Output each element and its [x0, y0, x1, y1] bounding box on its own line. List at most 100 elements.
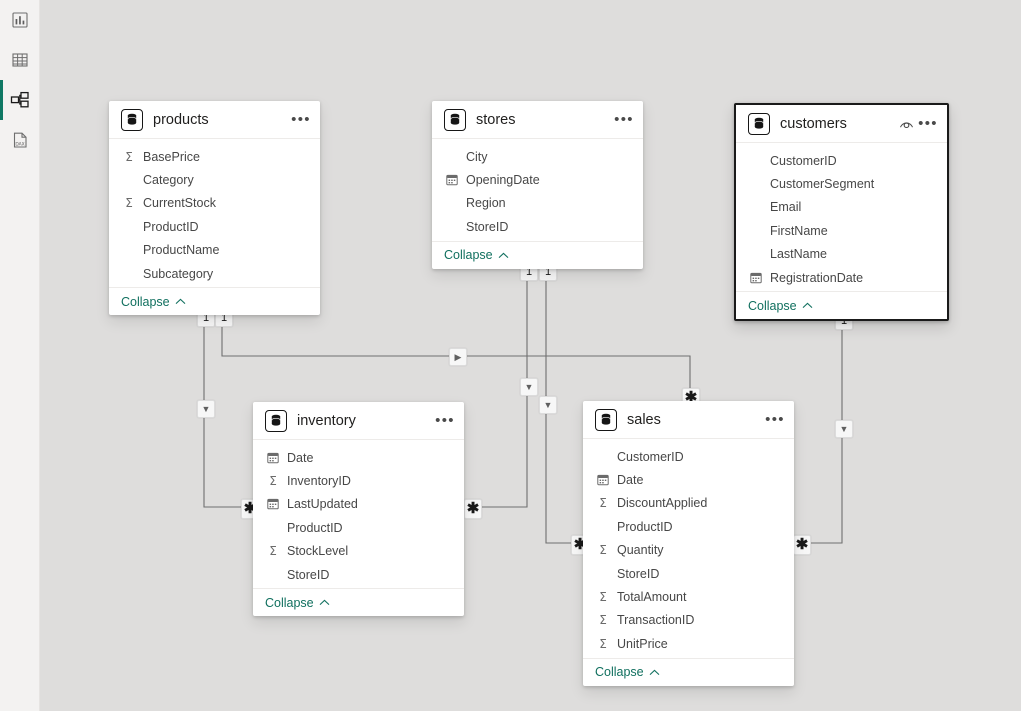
cardinality-marker-m-products-inv-dir[interactable]: ▼ — [197, 400, 215, 418]
more-options-button-sales[interactable]: ••• — [765, 411, 784, 429]
eye-icon[interactable] — [897, 115, 915, 133]
field-label: TotalAmount — [617, 590, 687, 605]
field-label: ProductID — [143, 219, 199, 234]
model-icon — [10, 90, 30, 110]
field-row[interactable]: ProductID — [253, 516, 464, 539]
relationship-line-customers-sales[interactable] — [808, 313, 843, 544]
field-row[interactable]: ProductID — [583, 515, 794, 538]
cardinality-marker-m-products-sales-dir[interactable]: ▶ — [449, 348, 467, 366]
field-row[interactable]: City — [432, 145, 643, 168]
chevron-up-icon — [498, 252, 509, 258]
more-options-button-customers[interactable]: ••• — [918, 115, 937, 133]
collapse-label: Collapse — [748, 298, 797, 313]
field-label: Subcategory — [143, 266, 214, 281]
field-label: StockLevel — [287, 544, 349, 559]
field-row[interactable]: Σ StockLevel — [253, 540, 464, 563]
field-label: City — [466, 149, 488, 164]
table-footer-customers: Collapse — [736, 291, 947, 319]
rail-item-report[interactable] — [0, 0, 40, 40]
field-row[interactable]: Subcategory — [109, 262, 320, 285]
field-row[interactable]: StoreID — [583, 562, 794, 585]
field-label: CurrentStock — [143, 196, 216, 211]
sigma-icon: Σ — [599, 590, 607, 605]
field-row[interactable]: CustomerID — [583, 445, 794, 468]
collapse-button-inventory[interactable]: Collapse — [265, 596, 330, 610]
table-icon — [11, 51, 29, 69]
cardinality-marker-m-stores-sales-dir[interactable]: ▼ — [539, 396, 557, 414]
field-label: StoreID — [617, 566, 660, 581]
table-header-inventory[interactable]: inventory ••• — [253, 402, 464, 440]
chevron-up-icon — [649, 669, 660, 675]
field-row[interactable]: CustomerID — [736, 149, 947, 172]
field-row[interactable]: OpeningDate — [432, 168, 643, 191]
field-row[interactable]: ProductName — [109, 239, 320, 262]
rail-item-model[interactable] — [0, 80, 40, 120]
field-row[interactable]: LastName — [736, 243, 947, 266]
relationship-line-stores-inventory[interactable] — [481, 271, 528, 508]
field-row[interactable]: LastUpdated — [253, 493, 464, 516]
field-row[interactable]: Region — [432, 192, 643, 215]
relationship-line-products-inventory[interactable] — [203, 317, 258, 508]
ellipsis-icon: ••• — [614, 110, 634, 128]
cardinality-marker-m-stores-inv-dir[interactable]: ▼ — [520, 378, 538, 396]
sigma-icon: Σ — [125, 196, 133, 211]
collapse-button-stores[interactable]: Collapse — [444, 248, 509, 262]
table-header-customers[interactable]: customers ••• — [736, 105, 947, 143]
collapse-label: Collapse — [121, 294, 170, 309]
field-row[interactable]: Email — [736, 196, 947, 219]
field-label: UnitPrice — [617, 636, 668, 651]
field-row[interactable]: FirstName — [736, 219, 947, 242]
chevron-up-icon — [802, 302, 813, 309]
more-options-button-products[interactable]: ••• — [291, 111, 310, 129]
field-row[interactable]: Σ TotalAmount — [583, 585, 794, 608]
more-options-button-inventory[interactable]: ••• — [435, 412, 454, 430]
field-row[interactable]: ProductID — [109, 215, 320, 238]
table-footer-stores: Collapse — [432, 240, 643, 269]
table-title-inventory: inventory — [297, 412, 356, 429]
field-row[interactable]: StoreID — [432, 215, 643, 238]
field-row[interactable]: Date — [253, 446, 464, 469]
field-row[interactable]: Category — [109, 168, 320, 191]
field-label: StoreID — [466, 219, 509, 234]
field-label: TransactionID — [617, 613, 695, 628]
sigma-icon: Σ — [125, 149, 133, 164]
calendar-icon — [748, 272, 764, 284]
field-row[interactable]: Date — [583, 468, 794, 491]
collapse-button-customers[interactable]: Collapse — [748, 299, 813, 313]
table-header-stores[interactable]: stores ••• — [432, 101, 643, 139]
table-entity-icon — [121, 108, 143, 131]
cardinality-marker-m-stores-inv-star[interactable]: ✱ — [464, 499, 482, 519]
rail-item-table[interactable] — [0, 40, 40, 80]
cardinality-marker-m-cust-sales-dir[interactable]: ▼ — [835, 420, 853, 438]
rail-item-dax-query[interactable]: DAX — [0, 120, 40, 160]
collapse-button-sales[interactable]: Collapse — [595, 665, 660, 679]
field-row[interactable]: RegistrationDate — [736, 266, 947, 289]
table-title-stores: stores — [476, 111, 516, 128]
field-row[interactable]: Σ CurrentStock — [109, 192, 320, 215]
field-row[interactable]: CustomerSegment — [736, 172, 947, 195]
table-header-products[interactable]: products••• — [109, 101, 320, 139]
field-label: ProductID — [617, 519, 673, 534]
table-header-sales[interactable]: sales••• — [583, 401, 794, 439]
more-options-button-stores[interactable]: ••• — [614, 110, 634, 129]
sigma-icon: Σ — [269, 544, 277, 559]
collapse-button-products[interactable]: Collapse — [121, 295, 186, 309]
table-footer-inventory: Collapse — [253, 588, 464, 616]
table-footer-sales: Collapse — [583, 657, 794, 686]
model-canvas[interactable]: 11▼✱▶✱11▼▼✱✱1▼✱ products•••ΣBasePriceCat… — [40, 0, 1021, 711]
field-row[interactable]: StoreID — [253, 563, 464, 586]
table-title-customers: customers — [780, 115, 847, 132]
cardinality-marker-m-cust-sales-star[interactable]: ✱ — [793, 535, 811, 555]
